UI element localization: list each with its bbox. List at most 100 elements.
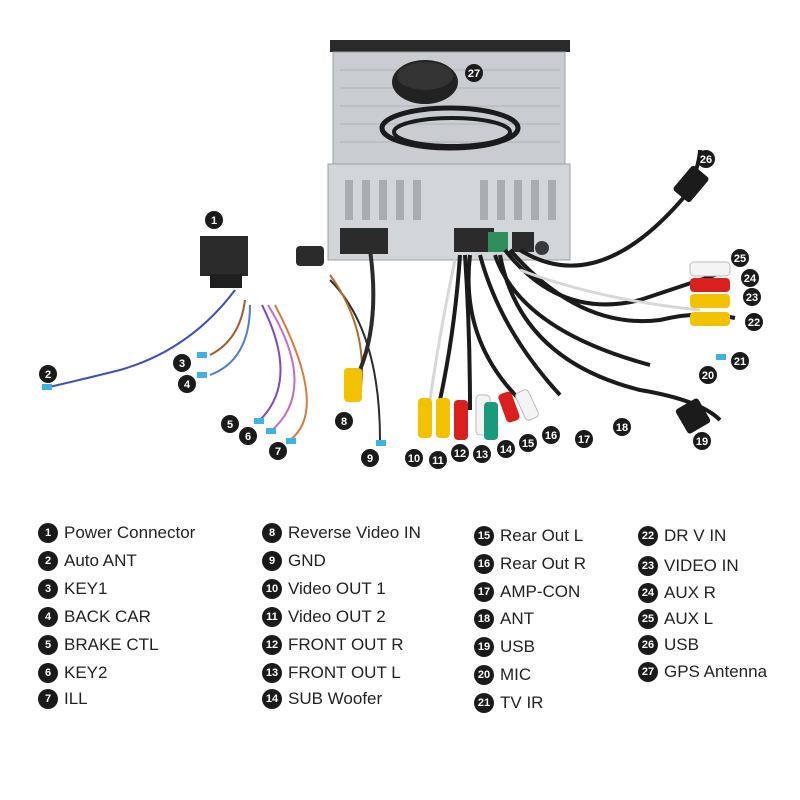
- callout-7: 7: [269, 442, 287, 460]
- legend-label: GND: [288, 551, 326, 570]
- legend-number-badge: 22: [638, 526, 658, 546]
- callout-number: 26: [700, 154, 712, 166]
- callout-2: 2: [39, 365, 57, 383]
- legend-number-badge: 8: [262, 523, 282, 543]
- callout-number: 12: [454, 448, 466, 460]
- legend-label: FRONT OUT R: [288, 635, 404, 654]
- legend-number-badge: 19: [474, 637, 494, 657]
- callout-number: 20: [702, 370, 714, 382]
- wire-terminal-icon: [42, 352, 726, 446]
- callout-number: 8: [341, 416, 347, 428]
- legend-label: USB: [664, 635, 699, 654]
- legend-number-badge: 1: [38, 523, 58, 543]
- callout-4: 4: [178, 375, 196, 393]
- legend-label: SUB Woofer: [288, 689, 383, 708]
- legend-label: ANT: [500, 609, 534, 628]
- legend-number-badge: 23: [638, 556, 658, 576]
- callout-number: 17: [578, 434, 590, 446]
- callout-16: 16: [542, 426, 560, 444]
- callout-number: 10: [408, 453, 420, 465]
- callout-number: 27: [468, 68, 480, 80]
- callout-number: 5: [227, 419, 233, 431]
- callout-8: 8: [335, 412, 353, 430]
- gps-puck-icon: [379, 60, 521, 151]
- callout-number: 25: [734, 253, 746, 265]
- callout-1: 1: [205, 211, 223, 229]
- legend-number-badge: 26: [638, 635, 658, 655]
- callout-number: 4: [184, 379, 191, 391]
- legend-number-badge: 10: [262, 579, 282, 599]
- usb-plug-icon: [673, 165, 711, 434]
- legend-number-badge: 3: [38, 579, 58, 599]
- callout-5: 5: [221, 415, 239, 433]
- callout-number: 21: [734, 356, 746, 368]
- callout-25: 25: [731, 249, 749, 267]
- legend-number-badge: 15: [474, 526, 494, 546]
- legend-label: GPS Antenna: [664, 662, 768, 681]
- legend-number-badge: 6: [38, 663, 58, 683]
- callout-number: 7: [275, 446, 281, 458]
- legend-item: 20 MIC: [474, 664, 531, 686]
- head-unit-chassis: [327, 40, 571, 261]
- callout-number: 19: [696, 436, 708, 448]
- legend-label: AMP-CON: [500, 582, 581, 601]
- legend-item: 14 SUB Woofer: [262, 688, 382, 710]
- callout-number: 15: [522, 438, 534, 450]
- callout-24: 24: [741, 269, 759, 287]
- legend-item: 6 KEY2: [38, 662, 107, 684]
- legend-label: ILL: [64, 689, 88, 708]
- legend-label: KEY2: [64, 663, 108, 682]
- legend-label: USB: [500, 637, 535, 656]
- callout-18: 18: [613, 418, 631, 436]
- callout-15: 15: [519, 434, 537, 452]
- legend-label: Power Connector: [64, 523, 196, 542]
- legend-number-badge: 9: [262, 551, 282, 571]
- legend-number-badge: 18: [474, 609, 494, 629]
- callout-23: 23: [743, 288, 761, 306]
- legend-label: Auto ANT: [64, 551, 137, 570]
- legend-item: 18 ANT: [474, 608, 534, 630]
- legend-number-badge: 27: [638, 662, 658, 682]
- callout-number: 13: [476, 449, 488, 461]
- legend-label: FRONT OUT L: [288, 663, 401, 682]
- rca-plug-icon: [344, 368, 539, 440]
- legend-number-badge: 4: [38, 607, 58, 627]
- callout-11: 11: [429, 451, 447, 469]
- legend-number-badge: 11: [262, 607, 282, 627]
- legend-label: Reverse Video IN: [288, 523, 421, 542]
- legend-number-badge: 20: [474, 665, 494, 685]
- legend-item: 8 Reverse Video IN: [262, 522, 421, 544]
- callout-13: 13: [473, 445, 491, 463]
- callout-number: 23: [746, 292, 758, 304]
- callout-10: 10: [405, 449, 423, 467]
- callout-number: 9: [367, 453, 373, 465]
- legend-number-badge: 16: [474, 554, 494, 574]
- callout-number: 6: [245, 431, 251, 443]
- legend-item: 19 USB: [474, 636, 535, 658]
- legend-label: BACK CAR: [64, 607, 151, 626]
- legend-number-badge: 7: [38, 689, 58, 709]
- legend-item: 7 ILL: [38, 688, 88, 710]
- legend-label: MIC: [500, 665, 532, 684]
- rca-plug-icon: [689, 261, 731, 326]
- legend-number-badge: 14: [262, 689, 282, 709]
- legend-label: AUX R: [664, 583, 716, 602]
- legend-item: 1 Power Connector: [38, 522, 195, 544]
- legend-number-badge: 25: [638, 609, 658, 629]
- callout-number: 3: [179, 358, 185, 370]
- legend-item: 27 GPS Antenna: [638, 661, 767, 683]
- wire-harness: [44, 249, 381, 441]
